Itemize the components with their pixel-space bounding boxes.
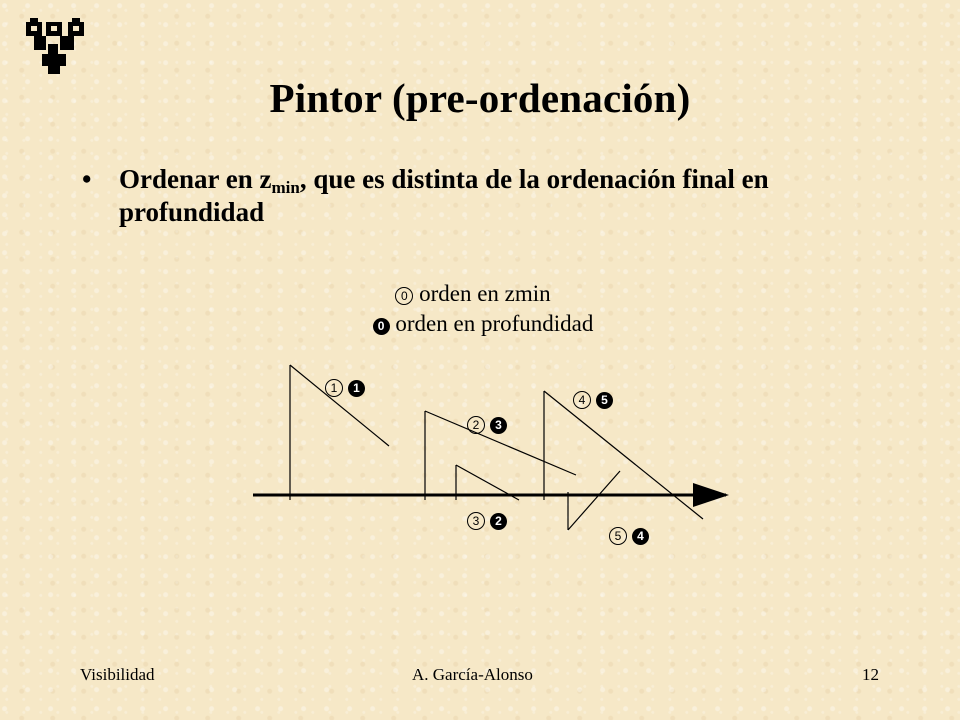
polygon-4 xyxy=(543,390,704,520)
footer-page-number: 12 xyxy=(862,665,879,684)
bullet-dot-icon: • xyxy=(82,164,92,194)
university-logo-icon xyxy=(26,18,84,74)
filled-circle-icon: 0 xyxy=(372,318,390,335)
outline-circle-icon: 3 xyxy=(467,512,485,530)
footer-topic: Visibilidad xyxy=(80,665,155,684)
bullet-subscript: min xyxy=(271,178,300,197)
filled-circle-icon: 5 xyxy=(596,392,613,409)
outline-circle-icon: 2 xyxy=(467,416,485,434)
polygon-2 xyxy=(424,410,577,500)
legend-zmin-label: orden en zmin xyxy=(419,281,551,306)
slide-title: Pintor (pre-ordenación) xyxy=(269,75,691,121)
bullet-text-start: Ordenar en z xyxy=(119,164,272,194)
polygon-3 xyxy=(455,464,520,501)
outline-circle-icon: 5 xyxy=(609,527,627,545)
outline-circle-icon: 0 xyxy=(395,287,414,305)
filled-circle-icon: 1 xyxy=(348,380,365,397)
bullet-text: Ordenar en zmin, que es distinta de la o… xyxy=(119,163,879,229)
outline-circle-icon: 4 xyxy=(573,391,591,409)
filled-circle-icon: 2 xyxy=(490,513,507,530)
outline-circle-icon: 1 xyxy=(325,379,343,397)
footer-author: A. García-Alonso xyxy=(412,665,533,684)
legend-zmin: 0 orden en zmin xyxy=(0,281,953,307)
polygon-1 xyxy=(289,364,390,500)
legend-depth: 0 orden en profundidad xyxy=(3,311,960,337)
filled-circle-icon: 4 xyxy=(632,528,649,545)
polygon-5 xyxy=(567,470,621,531)
legend-depth-label: orden en profundidad xyxy=(395,311,594,336)
filled-circle-icon: 3 xyxy=(490,417,507,434)
bullet-text-end: , que es distinta de la ordenación final… xyxy=(119,164,769,227)
